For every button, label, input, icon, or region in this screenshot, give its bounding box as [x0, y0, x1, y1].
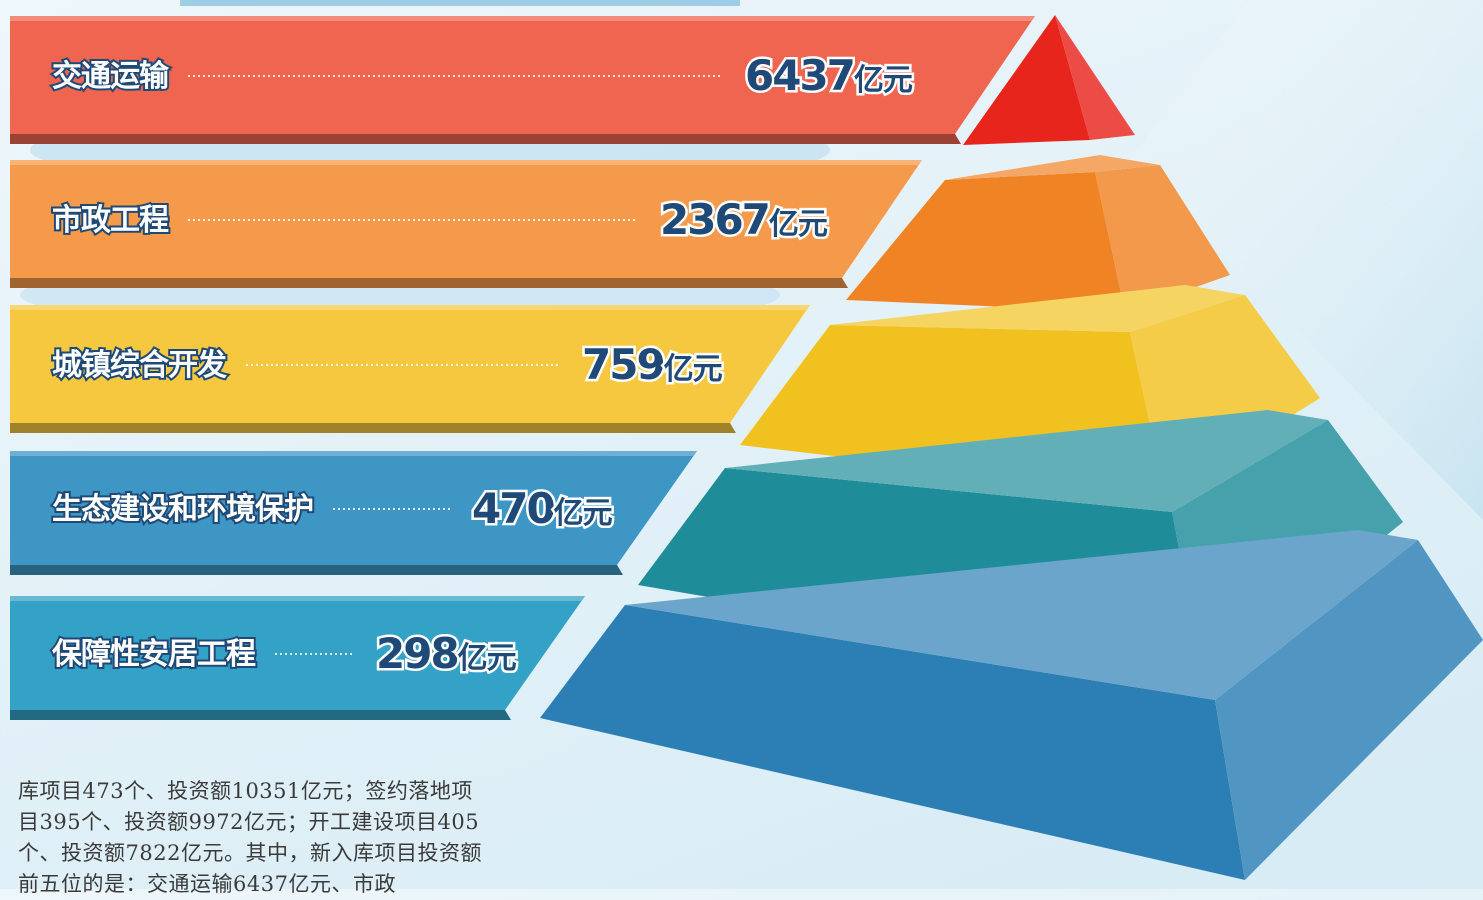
category-bar: 交通运输 6437亿元	[10, 16, 1035, 144]
pyramid	[540, 15, 1483, 880]
pyramid-front-face	[846, 172, 1125, 312]
pyramid-front-face	[963, 15, 1090, 145]
bar-highlight	[10, 305, 810, 310]
pyramid-side-face	[1095, 165, 1230, 312]
bar-shadow	[10, 134, 961, 144]
category-label: 保障性安居工程	[52, 637, 256, 672]
bar-body	[10, 160, 922, 278]
bar-shadow	[10, 710, 511, 720]
bar-highlight	[10, 160, 922, 165]
pyramid-tier	[540, 530, 1483, 880]
body-paragraph: 库项目473个、投资额10351亿元；签约落地项目395个、投资额9972亿元；…	[18, 779, 482, 896]
bar-highlight	[10, 16, 1035, 21]
category-label: 生态建设和环境保护	[52, 492, 313, 527]
bar-body	[10, 305, 810, 423]
pyramid-side-face	[1215, 540, 1483, 880]
pyramid-front-face	[540, 605, 1245, 880]
category-bar: 城镇综合开发 759亿元	[10, 305, 810, 433]
category-label: 城镇综合开发	[52, 348, 227, 383]
pyramid-top-face	[945, 155, 1160, 180]
value-label: 470亿元	[472, 484, 613, 533]
value-label: 759亿元	[582, 340, 723, 389]
pyramid-top-face	[625, 530, 1418, 700]
bar-highlight	[10, 451, 697, 456]
pyramid-top-face	[830, 285, 1245, 332]
bar-body	[10, 16, 1035, 134]
value-label: 298亿元	[376, 629, 517, 678]
pyramid-side-face	[1055, 15, 1135, 140]
pyramid-tier	[846, 155, 1230, 312]
category-bar: 生态建设和环境保护 470亿元	[10, 451, 697, 575]
bar-highlight	[10, 596, 585, 601]
pyramid-tier	[963, 15, 1135, 145]
value-label: 6437亿元	[745, 51, 913, 100]
bar-body	[10, 596, 585, 710]
bar-shadow	[10, 423, 736, 433]
bar-shadow	[10, 278, 848, 288]
category-label: 交通运输	[52, 59, 170, 94]
value-label: 2367亿元	[660, 195, 828, 244]
category-label: 市政工程	[52, 203, 169, 238]
category-bar: 保障性安居工程 298亿元	[10, 596, 585, 720]
background-bar-top	[180, 0, 740, 6]
bar-shadow	[10, 565, 623, 575]
pyramid-top-face	[725, 410, 1328, 512]
background-stripe	[1130, 0, 1483, 520]
category-bar: 市政工程 2367亿元	[10, 160, 922, 288]
